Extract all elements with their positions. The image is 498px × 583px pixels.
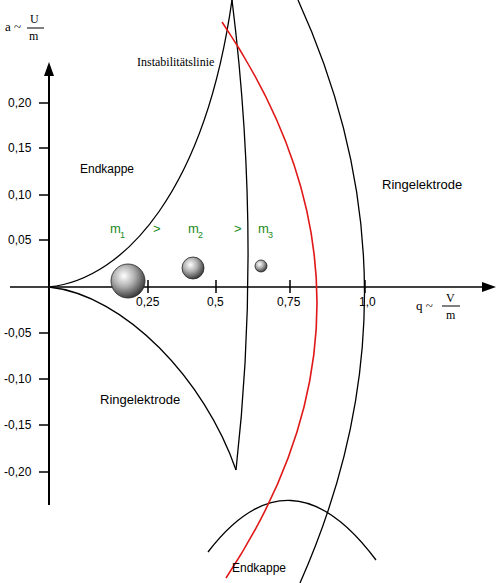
- tick-label: 0,25: [136, 296, 159, 308]
- ion-ball: [255, 260, 267, 272]
- axis-arrow: [482, 282, 496, 292]
- curve-label: Instabilitätslinie: [137, 56, 214, 68]
- tick-label: 0,15: [8, 142, 31, 154]
- fraction-bar: [27, 28, 44, 29]
- mass-relation: >: [153, 222, 161, 235]
- axis-arrow: [44, 62, 54, 76]
- axis-label: U: [30, 13, 39, 25]
- tick-label: 1,0: [359, 296, 376, 308]
- tick-label: 0,75: [277, 296, 300, 308]
- instability-line: [222, 22, 317, 578]
- axis-label: q ~: [416, 299, 433, 312]
- tick-label: -0,20: [4, 466, 31, 478]
- tick-label: 0,20: [8, 97, 31, 109]
- tick-label: -0,15: [4, 419, 31, 431]
- axis-label: a ~: [5, 20, 21, 33]
- tick-label: 0,5: [207, 296, 224, 308]
- electrode-label: Endkappe: [80, 163, 134, 175]
- mass-label: m: [188, 222, 199, 235]
- tick-label: -0,05: [4, 327, 31, 339]
- ion-ball: [182, 257, 204, 279]
- a-axis: [48, 72, 50, 505]
- tick-label: 0,05: [8, 234, 31, 246]
- electrode-label: Endkappe: [232, 562, 286, 574]
- electrode-label: Ringelektrode: [382, 178, 462, 191]
- mass-label: m: [258, 222, 269, 235]
- tick-label: -0,10: [4, 373, 31, 385]
- mass-relation: >: [234, 222, 242, 235]
- mass-index: 3: [268, 231, 273, 240]
- electrode-label: Ringelektrode: [100, 393, 180, 406]
- tick-label: 0,10: [8, 189, 31, 201]
- axis-label: m: [29, 30, 38, 42]
- axis-label: m: [446, 309, 455, 321]
- mass-label: m: [110, 222, 121, 235]
- axis-label: V: [446, 292, 455, 304]
- mass-index: 2: [198, 231, 203, 240]
- stability-boundaries: [49, 0, 376, 583]
- mass-index: 1: [120, 231, 125, 240]
- ion-ball: [111, 264, 145, 298]
- fraction-bar: [442, 306, 460, 307]
